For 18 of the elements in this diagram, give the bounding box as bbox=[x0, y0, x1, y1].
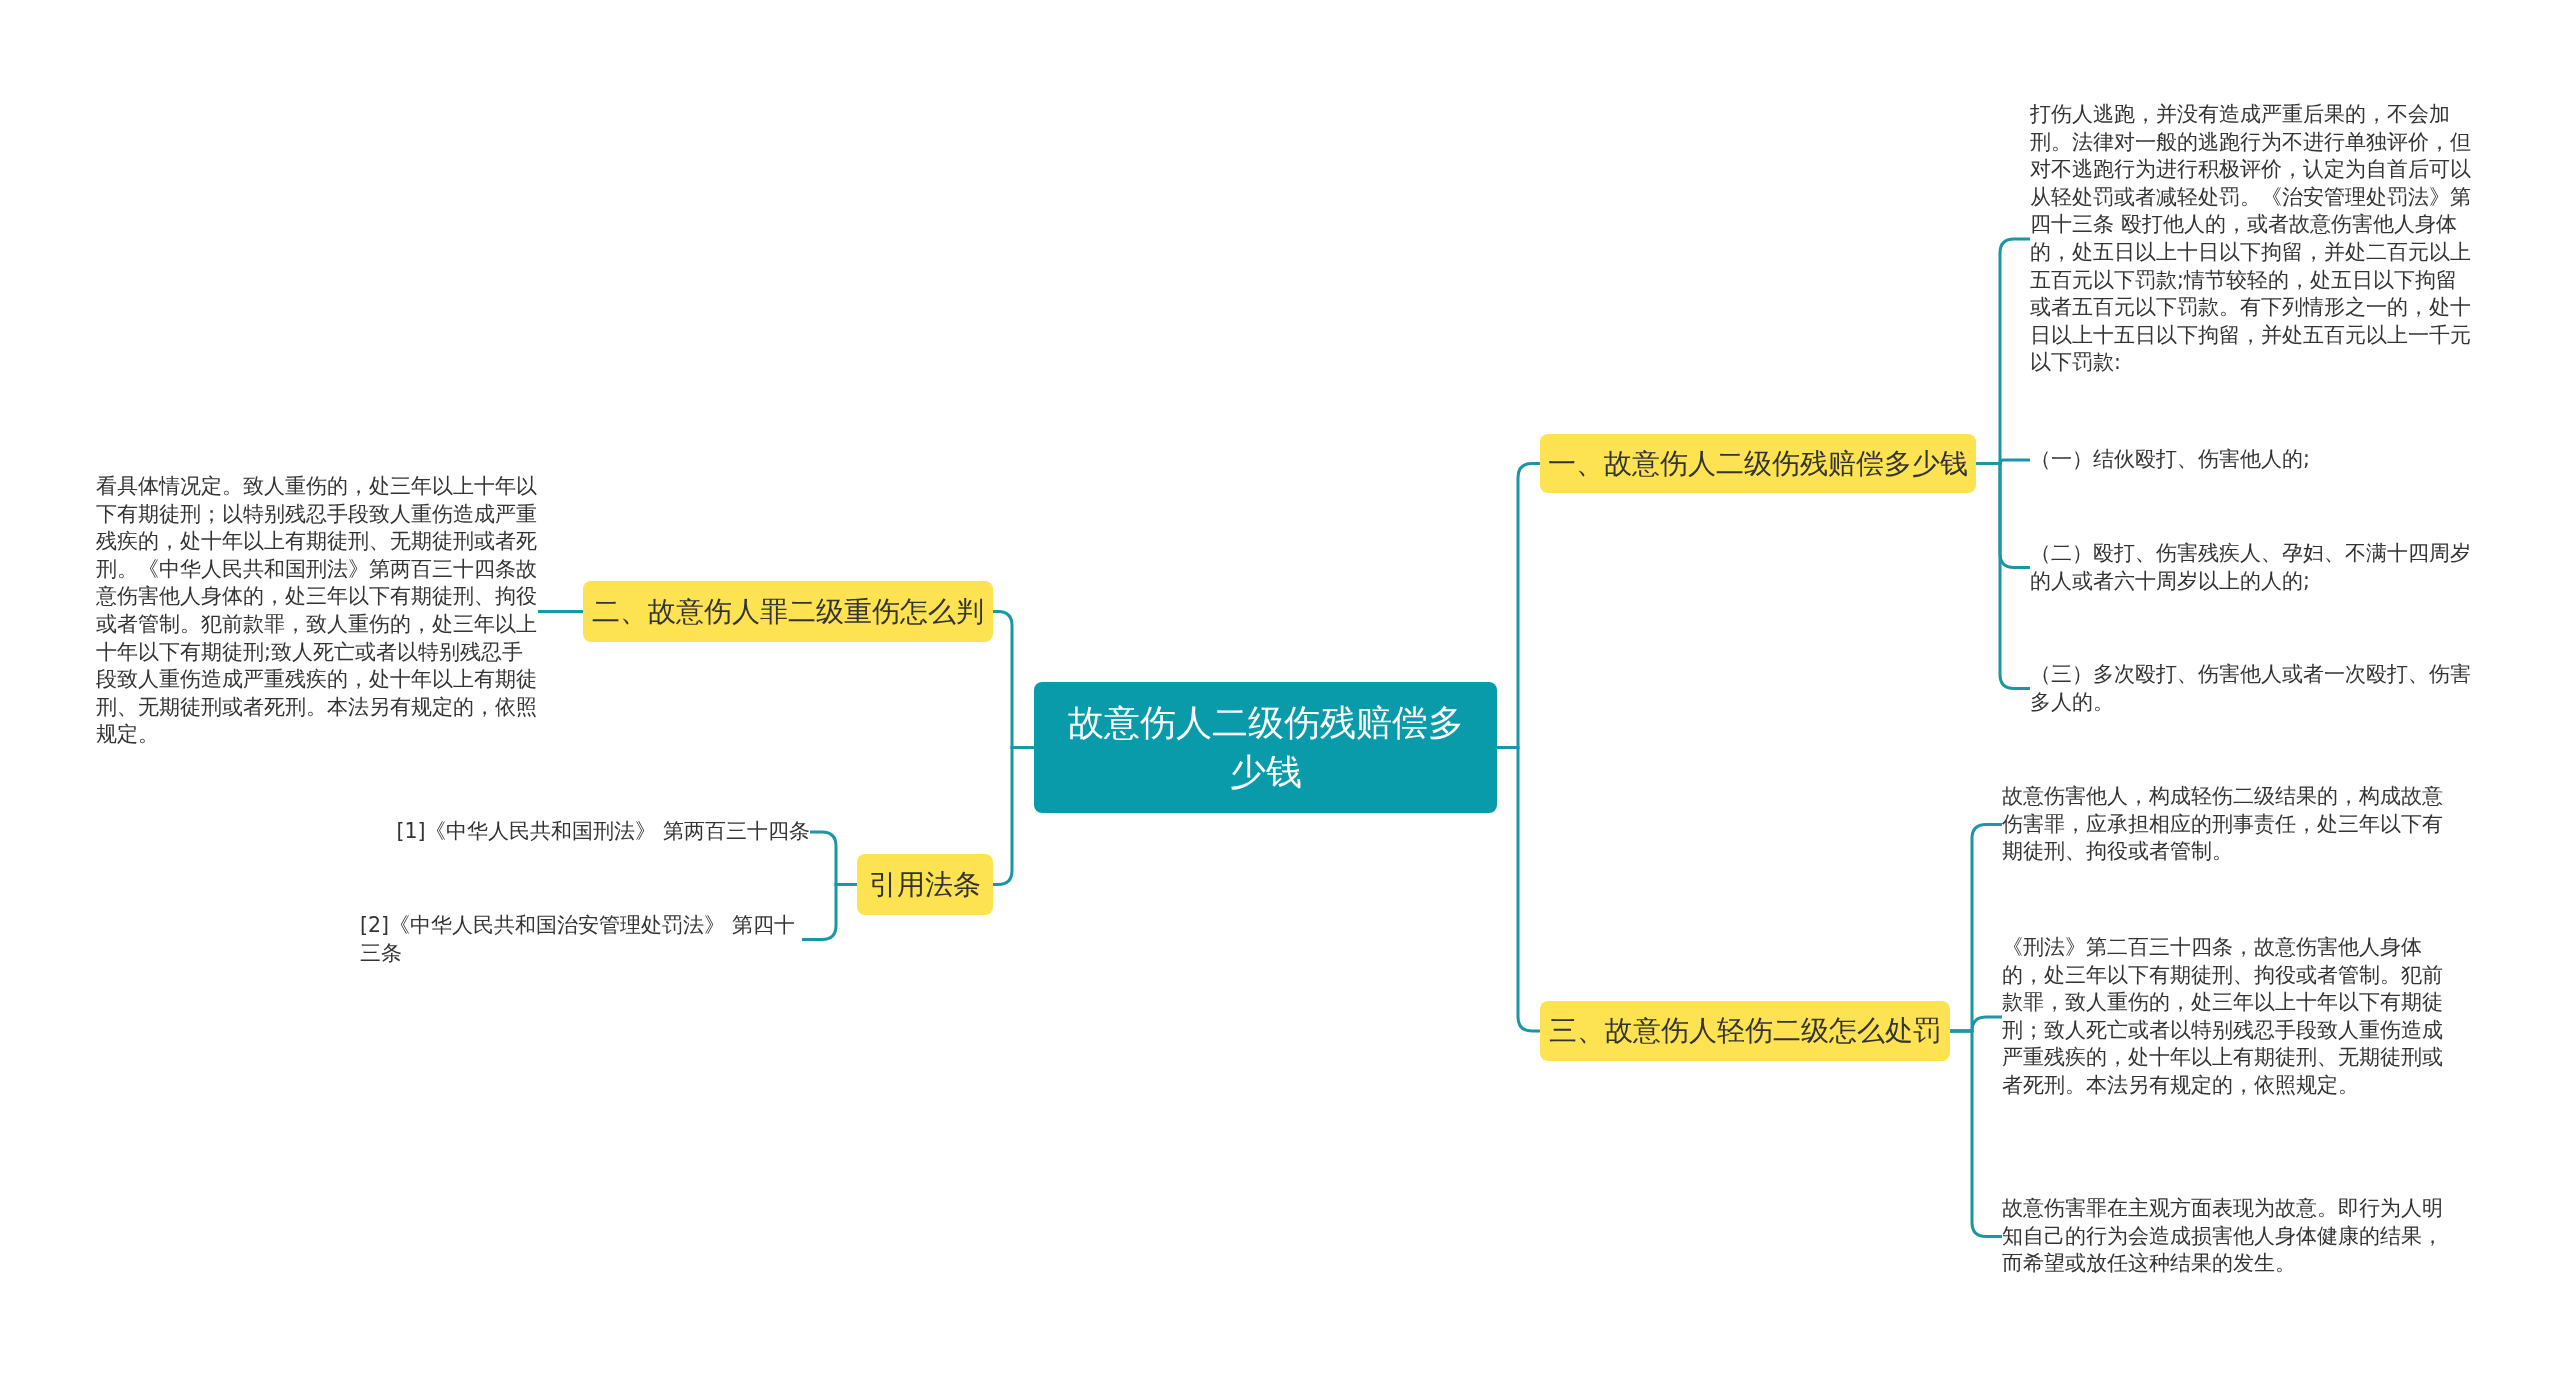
branch-topic: 引用法条 bbox=[857, 854, 993, 915]
note-text: 打伤人逃跑，并没有造成严重后果的，不会加刑。法律对一般的逃跑行为不进行单独评价，但对不逃跑行为进行积极评价，认定为自首后可以从轻处罚或者减轻处罚。《治安管理处罚法》第四十三条 殴打他人的，或者故意伤害他人身体的，处五日以上十日以下拘留，并处二百元以上五百元以下罚款;情节较轻的，处五日以下拘留或者五百元以下罚款。有下列情形之一的，处十日以上十五日以下拘留，并处五百元以上一千元以下罚款: bbox=[2030, 101, 2472, 377]
central-topic: 故意伤人二级伤残赔偿多少钱 bbox=[1034, 682, 1497, 813]
note-text: 看具体情况定。致人重伤的，处三年以上十年以下有期徒刑；以特别残忍手段致人重伤造成严重残疾的，处十年以上有期徒刑、无期徒刑或者死刑。《中华人民共和国刑法》第两百三十四条故意伤害他人身体的，处三年以下有期徒刑、拘役或者管制。犯前款罪，致人重伤的，处三年以上十年以下有期徒刑;致人死亡或者以特别残忍手段致人重伤造成严重残疾的，处十年以上有期徒刑、无期徒刑或者死刑。本法另有规定的，依照规定。 bbox=[96, 473, 538, 749]
note-text: （一）结伙殴打、伤害他人的; bbox=[2030, 446, 2472, 474]
branch-topic: 二、故意伤人罪二级重伤怎么判 bbox=[583, 581, 993, 642]
note-text: 故意伤害他人，构成轻伤二级结果的，构成故意伤害罪，应承担相应的刑事责任，处三年以下有期徒刑、拘役或者管制。 bbox=[2002, 783, 2444, 866]
connector-line bbox=[1497, 746, 1540, 1033]
note-text: [1]《中华人民共和国刑法》 第两百三十四条 bbox=[340, 818, 810, 846]
branch-topic: 一、故意伤人二级伤残赔偿多少钱 bbox=[1540, 434, 1976, 493]
note-text: [2]《中华人民共和国治安管理处罚法》 第四十三条 bbox=[360, 912, 802, 968]
note-text: 《刑法》第二百三十四条，故意伤害他人身体的，处三年以下有期徒刑、拘役或者管制。犯前款罪，致人重伤的，处三年以上十年以下有期徒刑；致人死亡或者以特别残忍手段致人重伤造成严重残疾的，处十年以上有期徒刑、无期徒刑或者死刑。本法另有规定的，依照规定。 bbox=[2002, 934, 2444, 1100]
note-text: （二）殴打、伤害残疾人、孕妇、不满十四周岁的人或者六十周岁以上的人的; bbox=[2030, 540, 2472, 596]
branch-topic: 三、故意伤人轻伤二级怎么处罚 bbox=[1540, 1001, 1950, 1061]
note-text: 故意伤害罪在主观方面表现为故意。即行为人明知自己的行为会造成损害他人身体健康的结果，而希望或放任这种结果的发生。 bbox=[2002, 1195, 2444, 1278]
note-text: （三）多次殴打、伤害他人或者一次殴打、伤害多人的。 bbox=[2030, 661, 2472, 717]
connector-line bbox=[538, 610, 583, 613]
connector-line bbox=[993, 746, 1034, 886]
